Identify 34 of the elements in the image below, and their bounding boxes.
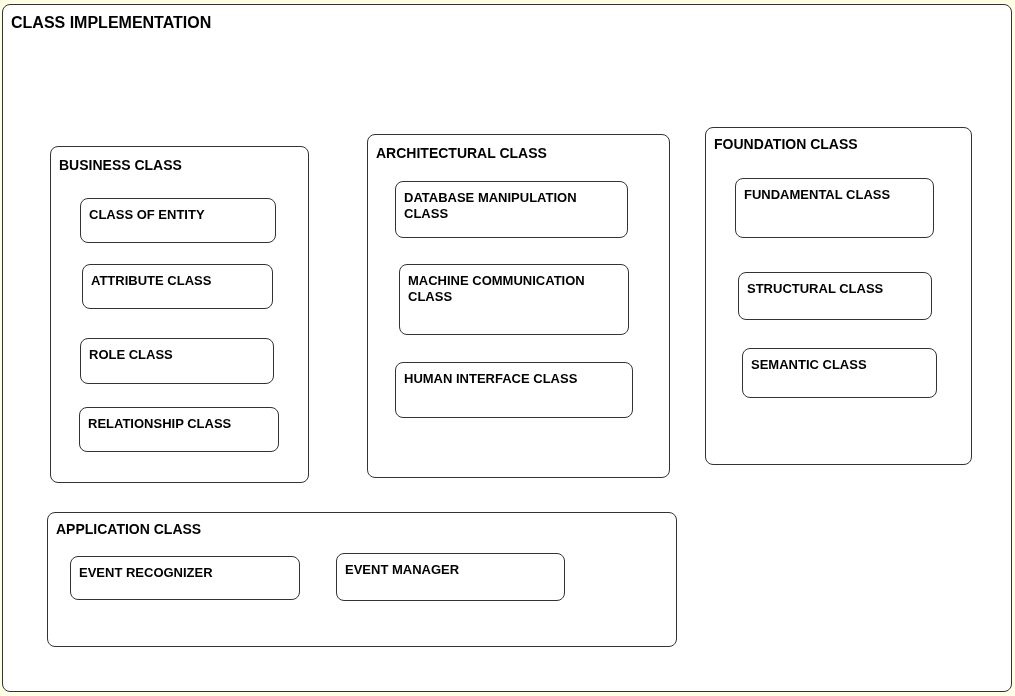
class-box — [395, 362, 633, 418]
group-box — [50, 146, 309, 483]
class-label: CLASS IMPLEMENTATION — [11, 13, 213, 33]
class-label: APPLICATION CLASS — [56, 521, 203, 538]
class-box — [82, 264, 273, 309]
class-box — [80, 338, 274, 384]
class-label: BUSINESS CLASS — [59, 157, 183, 174]
group-box — [367, 134, 670, 478]
class-box — [738, 272, 932, 320]
class-label: MACHINE COMMUNICATION CLASS — [408, 273, 586, 305]
class-box — [735, 178, 934, 238]
class-box — [70, 556, 300, 600]
class-label: ATTRIBUTE CLASS — [91, 273, 213, 289]
class-label: CLASS OF ENTITY — [89, 207, 206, 223]
class-box — [742, 348, 937, 398]
class-label: ROLE CLASS — [89, 347, 174, 363]
class-label: SEMANTIC CLASS — [751, 357, 868, 373]
class-label: HUMAN INTERFACE CLASS — [404, 371, 579, 387]
class-label: RELATIONSHIP CLASS — [88, 416, 233, 432]
class-label: FOUNDATION CLASS — [714, 136, 859, 153]
group-box — [705, 127, 972, 465]
class-label: DATABASE MANIPULATION CLASS — [404, 190, 578, 222]
container-box — [2, 4, 1012, 692]
class-box — [399, 264, 629, 335]
class-box — [395, 181, 628, 238]
class-label: ARCHITECTURAL CLASS — [376, 145, 548, 162]
class-label: STRUCTURAL CLASS — [747, 281, 885, 297]
class-box — [336, 553, 565, 601]
group-box — [47, 512, 677, 647]
class-label: FUNDAMENTAL CLASS — [744, 187, 892, 203]
class-box — [79, 407, 279, 452]
class-box — [80, 198, 276, 243]
class-label: EVENT MANAGER — [345, 562, 461, 578]
class-label: EVENT RECOGNIZER — [79, 565, 214, 581]
